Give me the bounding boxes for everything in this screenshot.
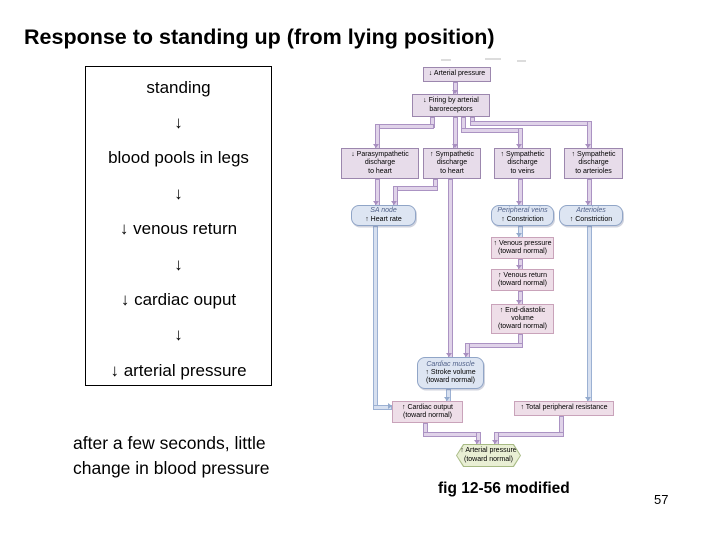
- arrowhead-icon: [373, 144, 379, 148]
- arrowhead-icon: [516, 144, 522, 148]
- node-venous-return: ↑ Venous return (toward normal): [491, 269, 554, 291]
- note-line: after a few seconds, little: [73, 433, 266, 453]
- arrowhead-icon: [452, 144, 458, 148]
- note-text: after a few seconds, little change in bl…: [73, 431, 270, 481]
- arrowhead-icon: [516, 201, 522, 205]
- connector: [448, 179, 453, 359]
- connector: [587, 226, 592, 403]
- sequence-step: ↓ cardiac ouput: [120, 290, 237, 310]
- sequence-step: ↓ arterial pressure: [110, 360, 247, 380]
- arrowhead-icon: [474, 440, 480, 444]
- node-peripheral-veins: Peripheral veins ↑ Constriction: [491, 205, 554, 226]
- node-arterial-pressure-result: ↑ Arterial pressure (toward normal): [456, 444, 521, 467]
- page-number: 57: [654, 492, 669, 507]
- node-sympathetic-veins: ↑ Sympathetic discharge to veins: [494, 148, 551, 179]
- connector: [461, 128, 523, 133]
- arrowhead-icon: [516, 265, 522, 269]
- arrowhead-icon: [444, 397, 450, 401]
- node-heading: Cardiac muscle: [426, 360, 475, 368]
- connector: [494, 432, 564, 437]
- connector: [393, 186, 438, 191]
- node-heading: SA node: [370, 207, 397, 215]
- down-arrow-icon: ↓: [174, 183, 183, 203]
- arrowhead-icon: [585, 144, 591, 148]
- node-cardiac-muscle: Cardiac muscle ↑ Stroke volume (toward n…: [417, 357, 484, 389]
- node-baroreceptor-firing: ↓ Firing by arterial baroreceptors: [412, 94, 490, 117]
- note-line: change in blood pressure: [73, 458, 270, 478]
- arrowhead-icon: [585, 201, 591, 205]
- connector: [470, 121, 591, 126]
- connector: [423, 432, 481, 437]
- node-end-diastolic-volume: ↑ End-diastolic volume (toward normal): [491, 304, 554, 334]
- cropped-artifact: [441, 59, 451, 61]
- down-arrow-icon: ↓: [174, 113, 183, 133]
- node-sympathetic-heart: ↑ Sympathetic discharge to heart: [423, 148, 481, 179]
- node-arterial-pressure-drop: ↓ Arterial pressure: [423, 67, 491, 82]
- arrowhead-icon: [391, 201, 397, 205]
- down-arrow-icon: ↓: [174, 254, 183, 274]
- node-label: ↑ Stroke volume (toward normal): [425, 368, 476, 385]
- arrowhead-icon: [388, 403, 392, 409]
- node-heading: Peripheral veins: [497, 207, 548, 215]
- node-sa-node: SA node ↑ Heart rate: [351, 205, 416, 226]
- connector: [465, 343, 523, 348]
- node-sympathetic-arterioles: ↑ Sympathetic discharge to arterioles: [564, 148, 623, 179]
- node-label: ↑ Heart rate: [365, 215, 402, 223]
- baroreceptor-reflex-flowchart: ↓ Arterial pressure ↓ Firing by arterial…: [335, 58, 720, 478]
- arrowhead-icon: [463, 353, 469, 357]
- sequence-step: blood pools in legs: [108, 148, 249, 168]
- node-label: ↑ Arterial pressure (toward normal): [457, 445, 520, 466]
- slide-title: Response to standing up (from lying posi…: [24, 25, 495, 49]
- sequence-step: standing: [146, 77, 211, 97]
- arrowhead-icon: [446, 353, 452, 357]
- arrowhead-icon: [516, 233, 522, 237]
- arrowhead-icon: [585, 397, 591, 401]
- node-label: ↑ Constriction: [569, 215, 613, 223]
- node-cardiac-output: ↑ Cardiac output (toward normal): [392, 401, 463, 423]
- arrowhead-icon: [516, 300, 522, 304]
- node-heading: Arterioles: [576, 207, 606, 215]
- arrowhead-icon: [492, 440, 498, 444]
- cropped-artifact: [485, 58, 501, 60]
- node-arterioles: Arterioles ↑ Constriction: [559, 205, 623, 226]
- sequence-step: ↓ venous return: [119, 219, 238, 239]
- cropped-artifact: [517, 60, 526, 62]
- connector: [375, 124, 434, 129]
- sequence-box: standing ↓ blood pools in legs ↓ ↓ venou…: [85, 66, 272, 386]
- figure-caption: fig 12-56 modified: [438, 480, 570, 497]
- node-parasympathetic-discharge: ↓ Parasympathetic discharge to heart: [341, 148, 419, 179]
- node-total-peripheral-resistance: ↑ Total peripheral resistance: [514, 401, 614, 416]
- connector: [373, 226, 378, 410]
- arrowhead-icon: [452, 90, 458, 94]
- node-label: ↑ Constriction: [501, 215, 544, 223]
- down-arrow-icon: ↓: [174, 325, 183, 345]
- arrowhead-icon: [373, 201, 379, 205]
- node-venous-pressure: ↑ Venous pressure (toward normal): [491, 237, 554, 259]
